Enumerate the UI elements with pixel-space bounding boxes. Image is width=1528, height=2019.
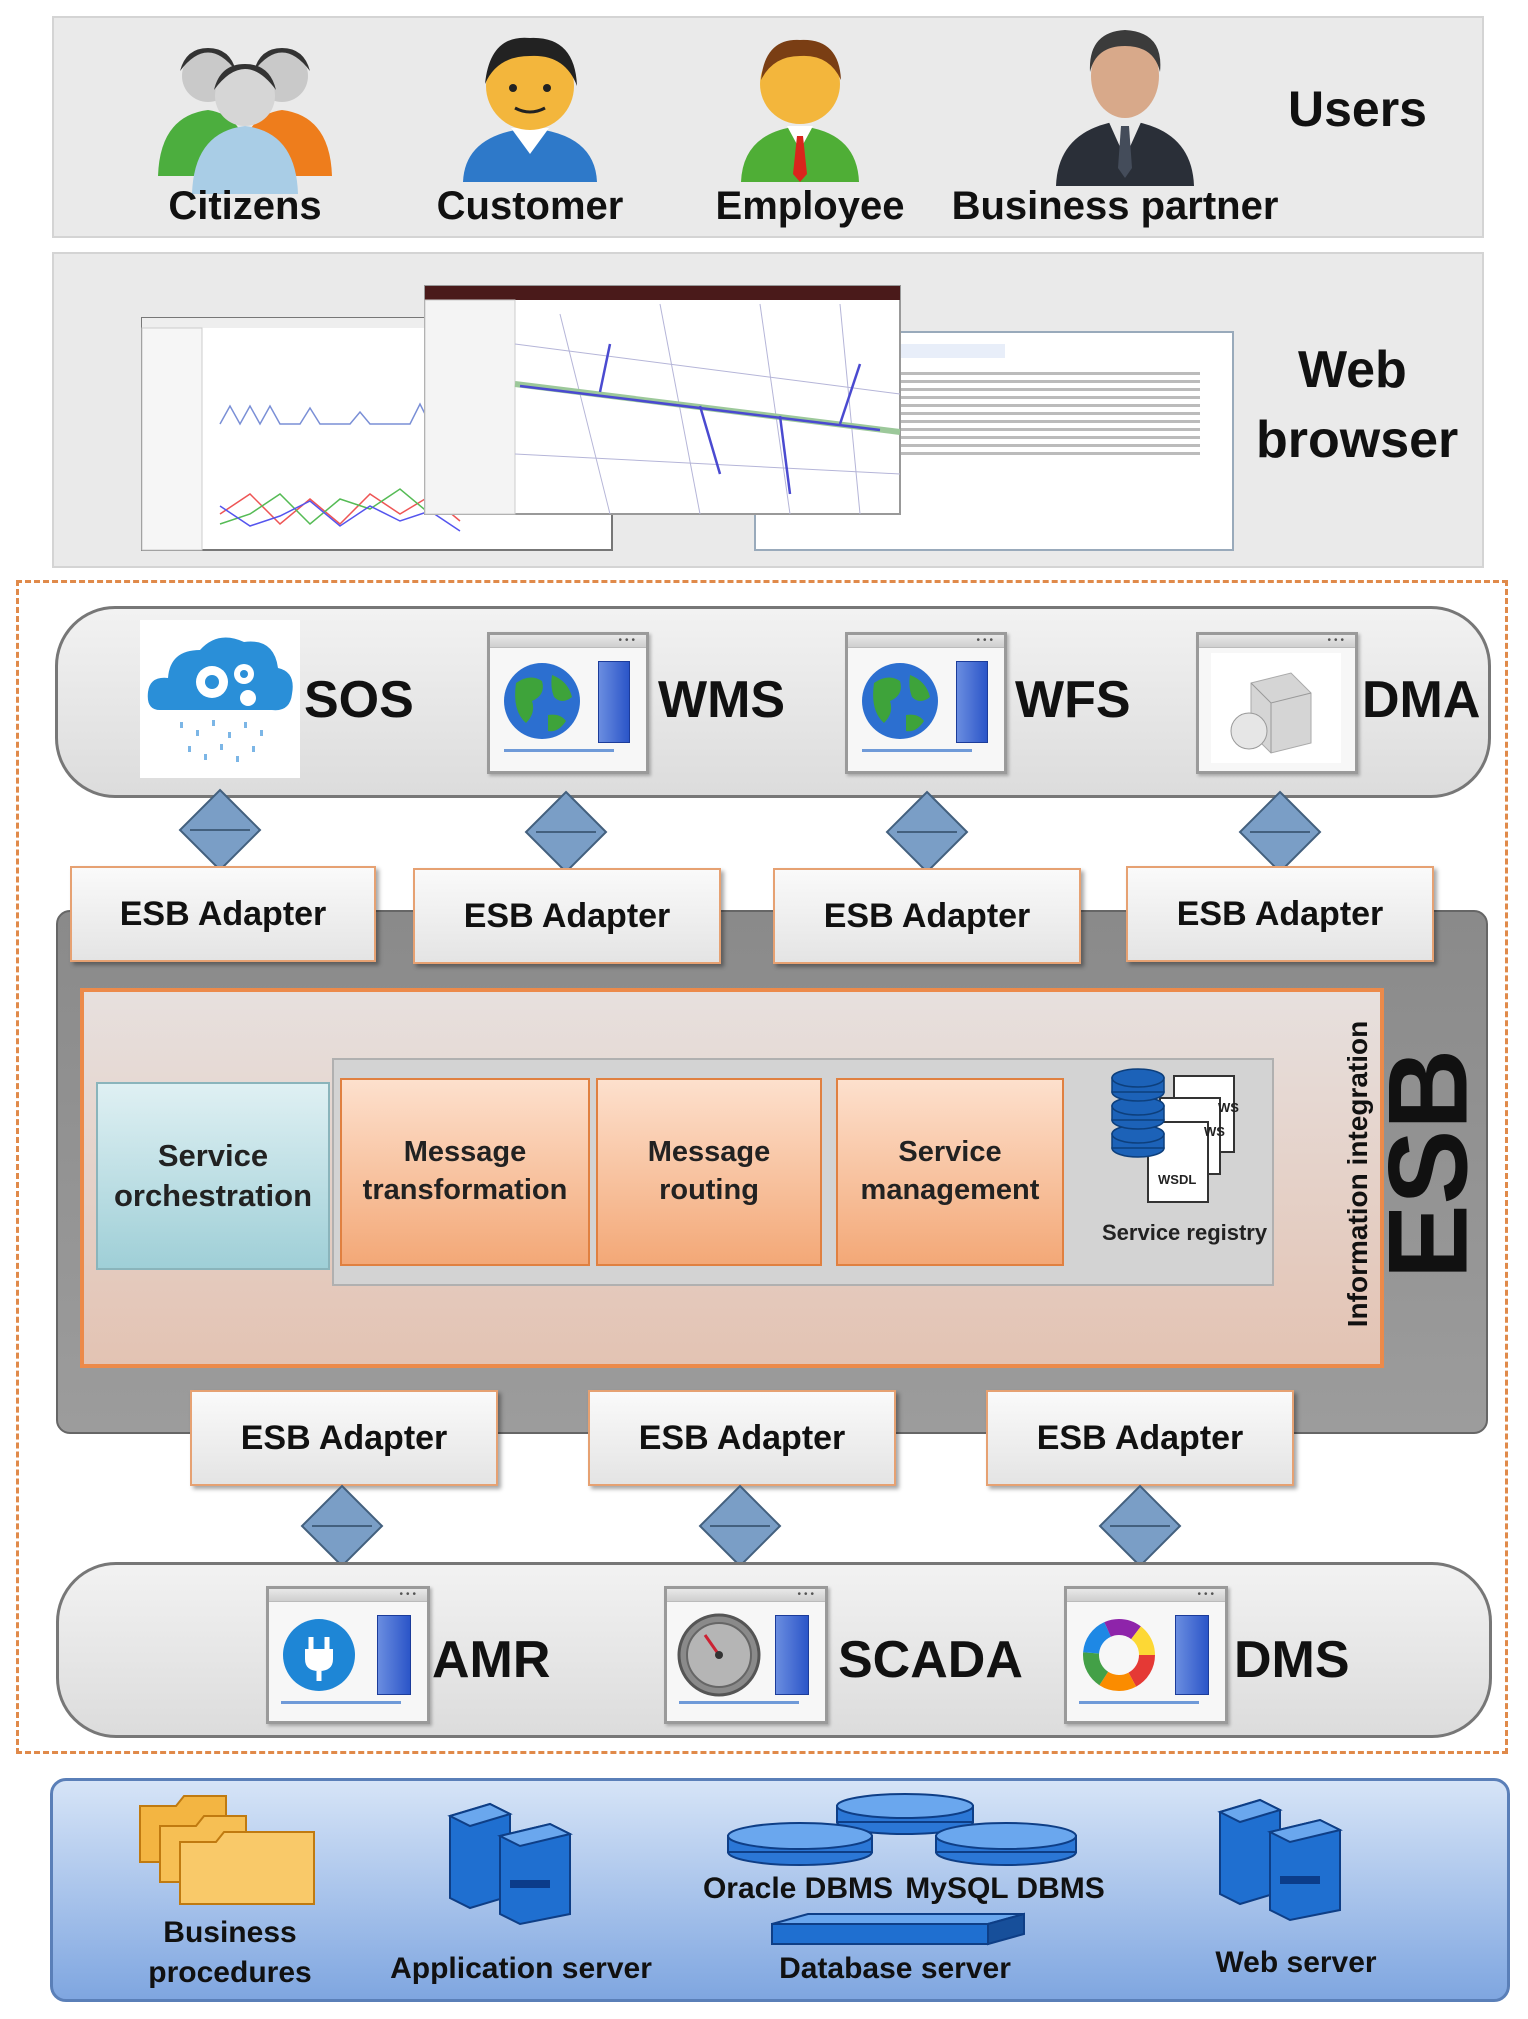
sos-label: SOS — [304, 671, 414, 729]
message-transformation-box: Message transformation — [340, 1078, 590, 1266]
esb-adapter-wfs: ESB Adapter — [773, 868, 1081, 964]
service-registry-label: Service registry — [1102, 1220, 1268, 1245]
web-browser-title-line1: Web — [1298, 341, 1407, 399]
oracle-dbms-label: Oracle DBMS — [702, 1872, 894, 1905]
application-server-icon — [447, 1802, 573, 1926]
dbms-disks-icon — [727, 1793, 1077, 1866]
service-registry-icon: WS WS WSDL — [1111, 1068, 1239, 1203]
dma-server-window-icon: ••• — [1196, 632, 1358, 774]
mysql-dbms-label: MySQL DBMS — [905, 1872, 1105, 1905]
message-routing-box: Message routing — [596, 1078, 822, 1266]
service-management-box: Service management — [836, 1078, 1064, 1266]
wsdl-text: WSDL — [1158, 1172, 1196, 1187]
esb-adapter-wms: ESB Adapter — [413, 868, 721, 964]
application-server-label: Application server — [390, 1952, 652, 1985]
wfs-label: WFS — [1015, 671, 1131, 729]
esb-title: ESB — [1365, 1048, 1491, 1280]
amr-plug-window-icon: ••• — [266, 1586, 430, 1724]
citizens-icon — [158, 48, 332, 194]
dms-label: DMS — [1234, 1631, 1350, 1689]
wms-globe-window-icon: ••• — [487, 632, 649, 774]
amr-label: AMR — [432, 1631, 551, 1689]
ws-text: WS — [1218, 1100, 1239, 1115]
esb-adapter-dms: ESB Adapter — [986, 1390, 1294, 1486]
web-browser-title-line2: browser — [1256, 411, 1459, 469]
esb-adapter-sos: ESB Adapter — [70, 866, 376, 962]
scada-gauge-window-icon: ••• — [664, 1586, 828, 1724]
dms-donut-window-icon: ••• — [1064, 1586, 1228, 1724]
database-server-label: Database server — [779, 1952, 1011, 1985]
user-label-customer: Customer — [436, 184, 624, 228]
scada-label: SCADA — [838, 1631, 1023, 1689]
service-orchestration-box: Service orchestration — [96, 1082, 330, 1270]
users-title: Users — [1288, 81, 1427, 137]
business-procedures-label-1: Business — [163, 1916, 297, 1949]
ws-text-2: WS — [1204, 1124, 1225, 1139]
employee-icon — [741, 39, 859, 182]
wfs-globe-window-icon: ••• — [845, 632, 1007, 774]
web-server-icon — [1217, 1798, 1343, 1922]
business-procedures-label-2: procedures — [148, 1956, 312, 1989]
customer-icon — [463, 37, 597, 182]
user-label-citizens: Citizens — [168, 184, 322, 228]
user-label-business-partner: Business partner — [951, 184, 1279, 228]
dma-label: DMA — [1362, 671, 1481, 729]
esb-region-border — [16, 580, 1508, 1754]
top-connector-arrows — [178, 788, 1322, 874]
user-label-employee: Employee — [715, 184, 905, 228]
business-partner-icon — [1056, 30, 1194, 186]
wms-label: WMS — [658, 671, 786, 729]
esb-adapter-amr: ESB Adapter — [190, 1390, 498, 1486]
sos-cloud-gears-icon — [140, 620, 300, 778]
browser-screenshots-image — [141, 285, 1234, 551]
database-server-rack-icon — [771, 1912, 1025, 1946]
esb-adapter-dma: ESB Adapter — [1126, 866, 1434, 962]
web-server-label: Web server — [1215, 1946, 1377, 1979]
business-procedures-folders-icon — [139, 1795, 315, 1905]
esb-adapter-scada: ESB Adapter — [588, 1390, 896, 1486]
